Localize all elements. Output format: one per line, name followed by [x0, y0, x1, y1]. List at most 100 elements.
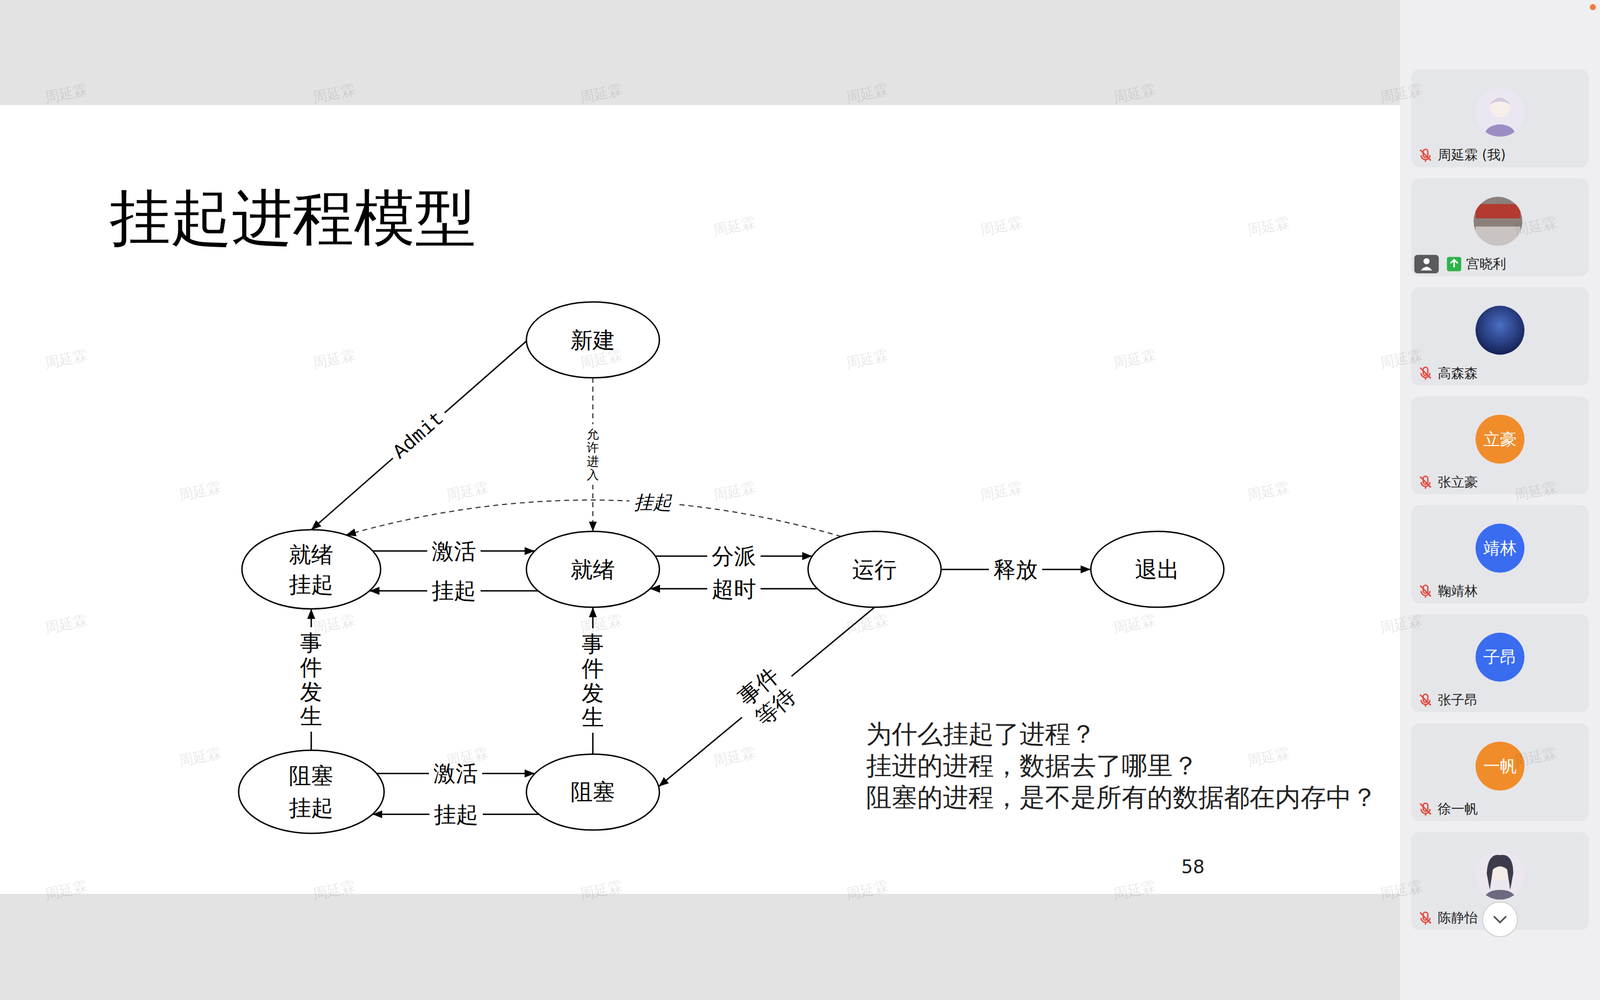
watermark: 周延霖: [711, 743, 758, 770]
watermark: 周延霖: [1245, 743, 1292, 770]
watermark: 周延霖: [1111, 611, 1158, 638]
node-text-column: 阻塞 挂起: [283, 759, 339, 824]
ellipse-shape: [241, 530, 381, 609]
note-text: 挂进的进程，数据去了哪里？: [866, 751, 1199, 782]
mic-muted-icon: [1420, 149, 1431, 163]
avatar-initials: 立豪: [1483, 429, 1517, 450]
status-dot: [1590, 3, 1597, 10]
state-label: 就绪: [570, 556, 615, 583]
transition-label: 释放: [988, 555, 1043, 584]
transition-label: 激活: [427, 536, 481, 566]
state-label: 新建: [570, 326, 615, 354]
person-icon: [1421, 266, 1433, 270]
transition-label: 挂起: [427, 576, 481, 605]
watermark: 周延霖: [577, 81, 624, 108]
watermark: 周延霖: [844, 81, 891, 108]
participant-card: [1411, 69, 1589, 168]
participant-card: [1411, 178, 1589, 277]
watermark: 周延霖: [177, 743, 224, 770]
state-label: 就绪 挂起: [283, 539, 339, 600]
node-text-column: 退出: [1135, 556, 1180, 583]
watermark: 周延霖: [43, 346, 90, 373]
watermark: 周延霖: [977, 213, 1024, 240]
watermark: 周延霖: [310, 877, 357, 904]
mic-muted-icon: [1420, 912, 1431, 925]
state-ellipse: 阻塞: [525, 753, 660, 832]
slide: [0, 105, 1400, 894]
watermark: 周延霖: [444, 478, 491, 505]
node-text-area: 运行: [807, 530, 942, 609]
transition-label: 分派: [707, 541, 761, 571]
watermark: 周延霖: [1512, 478, 1559, 505]
avatar-initials-circle: [1475, 741, 1525, 791]
ellipse-shape: [526, 753, 659, 830]
watermark: 周延霖: [43, 877, 90, 904]
chevron-icon: [1493, 916, 1507, 923]
watermark: 周延霖: [1377, 611, 1424, 638]
state-label: 阻塞: [570, 778, 615, 805]
avatar-initials: 子昂: [1483, 647, 1517, 668]
state-ellipse: 退出: [1090, 530, 1225, 609]
avatar-initials-circle: [1475, 523, 1525, 573]
state-ellipse: 就绪: [525, 530, 660, 609]
avatar-image: [1475, 850, 1525, 907]
state-label: 运行: [852, 556, 897, 583]
participant-panel: [1400, 0, 1600, 1000]
transition-label: 挂起: [429, 800, 483, 829]
watermark: 周延霖: [577, 877, 624, 904]
watermark: 周延霖: [43, 611, 90, 638]
node-text-column: 就绪: [570, 556, 615, 583]
watermark: 周延霖: [844, 611, 891, 638]
window-background: [0, 0, 1400, 1000]
transition-label: 挂起: [629, 490, 677, 515]
participant-card: [1411, 287, 1589, 385]
participant-name: 陈静怡: [1437, 910, 1478, 927]
node-text-column: 阻塞: [570, 778, 615, 805]
page-number: 58: [1181, 856, 1205, 879]
state-label: 阻塞 挂起: [283, 759, 339, 824]
avatar-initials-circle: [1475, 414, 1525, 464]
mic-muted-icon: [1420, 476, 1431, 489]
watermark: 周延霖: [711, 213, 758, 240]
node-text-column: 运行: [852, 556, 897, 583]
participant-card: [1411, 614, 1589, 713]
participant-name: 周延霖 (我): [1437, 147, 1506, 164]
ellipse-shape: [238, 750, 384, 834]
transition-arrow: [658, 607, 875, 787]
participant-card: [1411, 723, 1589, 822]
avatar-initials: 靖林: [1483, 538, 1517, 559]
watermark: 周延霖: [1245, 213, 1292, 240]
node-text-column: 新建: [570, 326, 615, 354]
person-icon: [1423, 258, 1430, 265]
watermark: 周延霖: [1111, 346, 1158, 373]
node-text-area: 阻塞: [525, 753, 660, 832]
mic-muted-icon: [1420, 367, 1431, 380]
ellipse-shape: [526, 301, 659, 378]
mic-muted-icon: [1420, 694, 1431, 708]
transition-arrow: [311, 341, 527, 530]
watermark: 周延霖: [1377, 81, 1424, 108]
participant-card: [1411, 505, 1589, 604]
node-text-area: 退出: [1090, 530, 1225, 609]
transition-label: 激活: [428, 758, 483, 788]
mic-muted-icon: [1420, 803, 1431, 817]
node-text-area: 就绪: [525, 530, 660, 609]
avatar-image: [1475, 87, 1525, 145]
node-text-area: 就绪 挂起: [241, 528, 382, 610]
node-text-area: 阻塞 挂起: [237, 749, 385, 835]
avatar-initials: 一帆: [1483, 756, 1517, 777]
node-text-area: 新建: [525, 301, 660, 379]
note-text: 为什么挂起了进程？: [866, 719, 1097, 750]
share-icon: [1450, 259, 1458, 268]
ellipse-outline: [237, 749, 385, 835]
transition-label: 事件 发生: [297, 627, 325, 732]
watermark: 周延霖: [1512, 743, 1559, 770]
watermark: 周延霖: [1377, 877, 1424, 904]
state-ellipse: 新建: [525, 301, 660, 379]
node-text-column: 就绪 挂起: [283, 539, 339, 600]
watermark: 周延霖: [43, 81, 90, 108]
participant-name: 宫晓利: [1466, 256, 1507, 273]
state-label: 退出: [1135, 556, 1180, 583]
video-off-icon: [1414, 255, 1439, 274]
